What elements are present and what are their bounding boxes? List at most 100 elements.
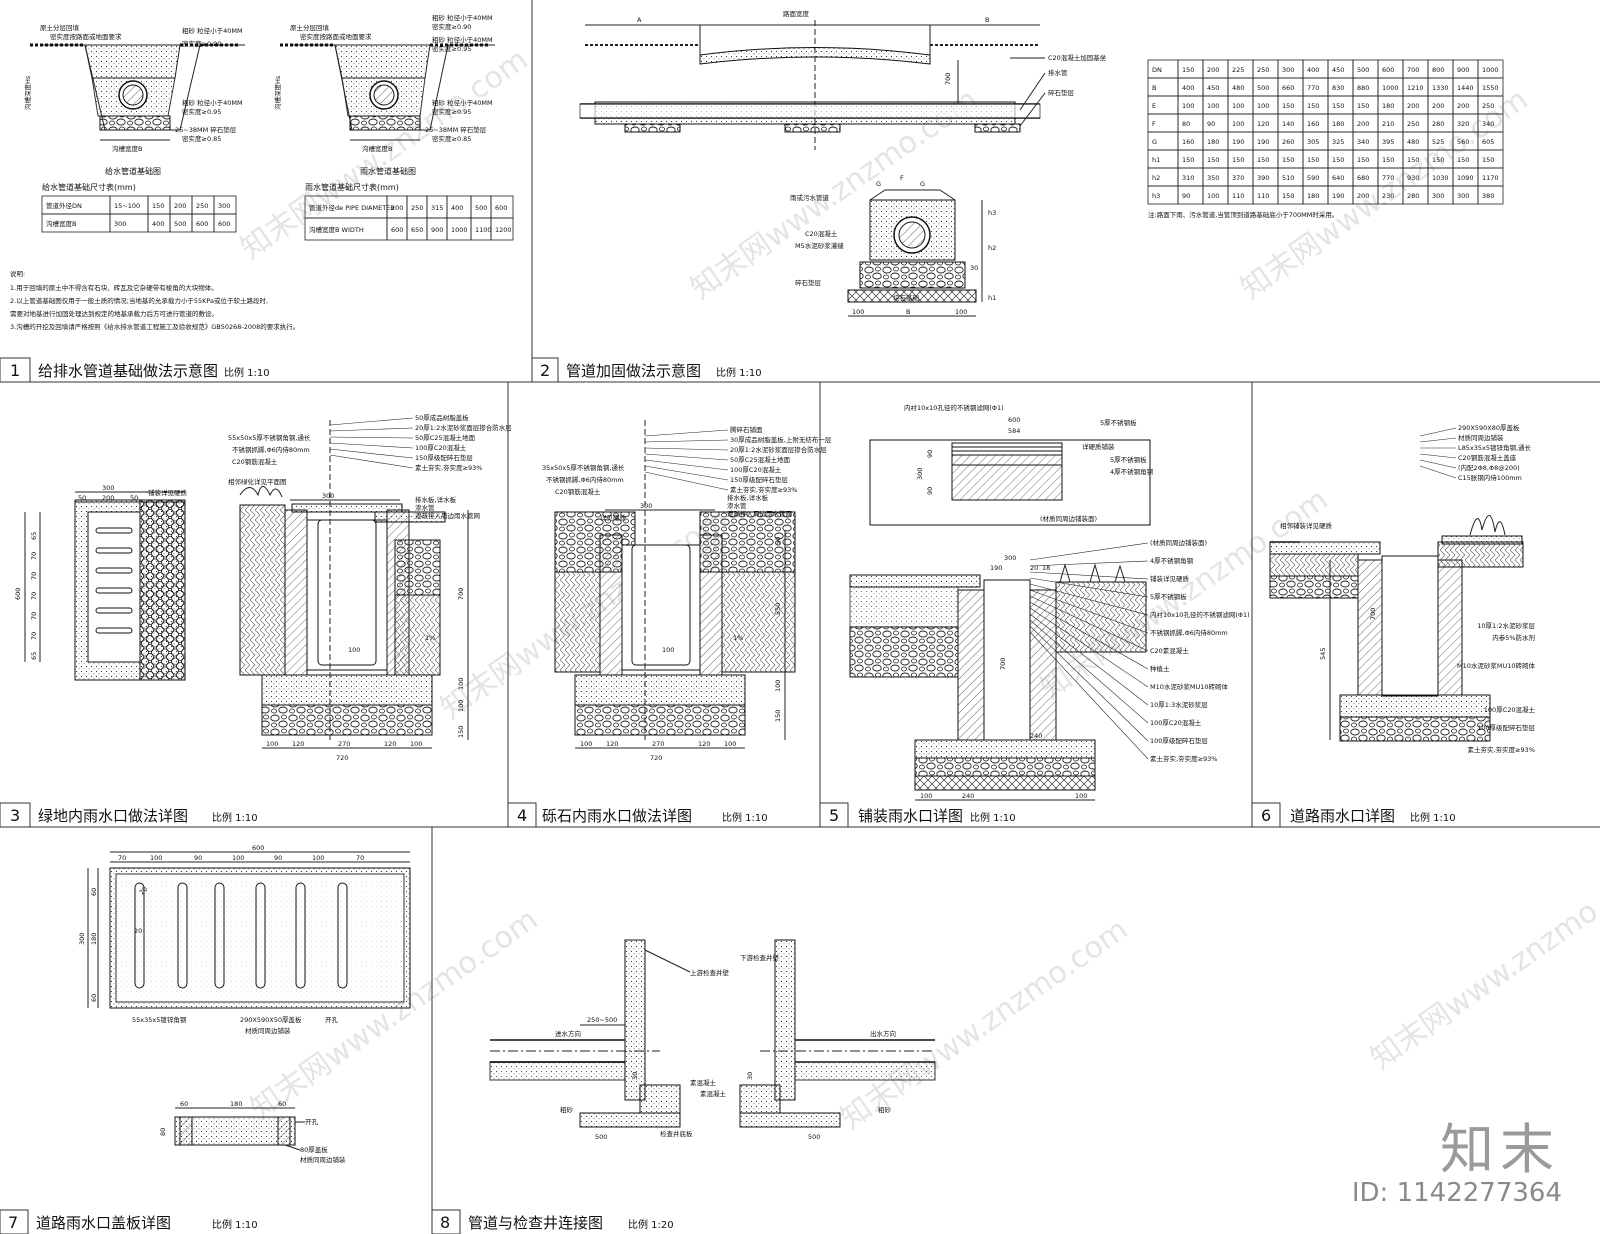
table3-cell-text: 160 bbox=[1182, 138, 1194, 146]
table3-cell-text: 120 bbox=[1257, 120, 1269, 128]
table3-cell-text: 150 bbox=[1282, 102, 1294, 110]
leader-line bbox=[644, 465, 729, 481]
table3-cell-text: 150 bbox=[1257, 156, 1269, 164]
table3-cell-text: 380 bbox=[1482, 192, 1494, 200]
callout: 35x50x5厚不锈钢角钢,通长 bbox=[542, 463, 625, 472]
callout: 渡疏排入周边雨水管网 bbox=[727, 509, 792, 518]
callout: 素土夯实,夯实度≥93% bbox=[730, 485, 797, 494]
table2-cell-text: 管道外径de PIPE DIAMETER bbox=[309, 203, 395, 212]
label-compact: 密实度≥0.90 bbox=[182, 39, 221, 48]
leader-line bbox=[1029, 577, 1149, 598]
storm-pipe-trench bbox=[280, 43, 495, 141]
dim: 120 bbox=[606, 740, 618, 748]
callout: 渗水管 bbox=[727, 501, 747, 510]
dim: 190 bbox=[990, 564, 1002, 572]
table1-cell-text: 500 bbox=[174, 220, 186, 228]
leader-line bbox=[644, 453, 729, 461]
panel-3: 300 200 50 50 铺装详见硬质 600 65 70 70 70 70 … bbox=[0, 413, 512, 828]
leader-line bbox=[329, 417, 414, 426]
table2-cell-text: 400 bbox=[451, 204, 463, 212]
table3-cell-text: 150 bbox=[1207, 156, 1219, 164]
table2-cell-text: 500 bbox=[475, 204, 487, 212]
label-compact: 密实度≥0.95 bbox=[182, 107, 221, 116]
table3-cell-text: 395 bbox=[1382, 138, 1394, 146]
callout: 素土夯实,夯实度≥93% bbox=[1150, 754, 1217, 763]
dim: 70 bbox=[30, 632, 38, 640]
dim: 90 bbox=[926, 450, 934, 458]
leader-line bbox=[644, 439, 729, 443]
panel-scale: 比例 1:10 bbox=[212, 811, 258, 824]
table3-cell-text: 310 bbox=[1182, 174, 1194, 182]
table2-cell-text: 900 bbox=[431, 226, 443, 234]
table3-cell-text: h1 bbox=[1152, 156, 1160, 164]
table3-cell-text: 230 bbox=[1382, 192, 1394, 200]
dim: 100 bbox=[580, 740, 592, 748]
table3-cell-text: 1210 bbox=[1407, 84, 1424, 92]
callout: 腾碎石铺面 bbox=[730, 425, 763, 434]
callout: 详见硬质 bbox=[600, 513, 627, 522]
label-c20-reinf: C20混凝土加固基坐 bbox=[1048, 53, 1107, 62]
dim: 100 bbox=[312, 854, 324, 862]
table3-cell-text: E bbox=[1152, 102, 1156, 110]
label-paving: 铺装详见硬质 bbox=[148, 488, 188, 497]
dim: 100 bbox=[266, 740, 278, 748]
leader-line bbox=[329, 436, 414, 439]
notes-title: 说明: bbox=[10, 269, 25, 278]
dim: 80 bbox=[159, 1128, 167, 1136]
label-coarse-sand: 粗砂 粒径小于40MM bbox=[182, 98, 243, 107]
dim: 70 bbox=[30, 572, 38, 580]
panel-number: 5 bbox=[829, 806, 839, 825]
table3-cell-text: 830 bbox=[1332, 84, 1344, 92]
table3-cell-text: 340 bbox=[1357, 138, 1369, 146]
dim-300: 300 bbox=[640, 502, 652, 510]
caption-water-base: 给水管道基础图 bbox=[105, 166, 161, 176]
table3-cell-text: 200 bbox=[1457, 102, 1469, 110]
dim: 50 bbox=[78, 494, 86, 502]
table3-cell-text: 590 bbox=[1307, 174, 1319, 182]
panel-title: 给排水管道基础做法示意图 bbox=[38, 362, 218, 380]
panel-scale: 比例 1:20 bbox=[628, 1218, 674, 1231]
label-compact: 密实度≥0.85 bbox=[182, 134, 221, 143]
table3-cell-text: 300 bbox=[1457, 192, 1469, 200]
dim-300: 300 bbox=[322, 492, 334, 500]
dim: 100 bbox=[150, 854, 162, 862]
table3-cell-text: 150 bbox=[1407, 156, 1419, 164]
dim: 180 bbox=[230, 1100, 242, 1108]
leader-line bbox=[1029, 631, 1149, 760]
label-b: B bbox=[906, 308, 910, 316]
dim: 600 bbox=[1008, 416, 1020, 424]
dim: 120 bbox=[292, 740, 304, 748]
dim: 100 bbox=[724, 740, 736, 748]
dim-total: 600 bbox=[252, 844, 264, 852]
label-downstream: 下游检查井壁 bbox=[740, 953, 780, 962]
label-compact: 密实度≥0.90 bbox=[432, 22, 471, 31]
table3-cell-text: 1090 bbox=[1457, 174, 1474, 182]
table3-cell-text: 150 bbox=[1432, 156, 1444, 164]
callout: 渡疏排入周边雨水管网 bbox=[415, 511, 480, 520]
table3-cell-text: G bbox=[1152, 138, 1157, 146]
note-line: 3.沟槽的开挖及回填请严格按照《给水排水管道工程施工及验收规范》GB50268-… bbox=[10, 322, 299, 331]
label-concrete: 素混凝土 bbox=[690, 1078, 717, 1087]
panel-title: 砾石内雨水口做法详图 bbox=[542, 807, 692, 825]
table3-cell-text: DN bbox=[1152, 66, 1162, 74]
label-coarse-sand: 粗砂 粒径小于40MM bbox=[432, 35, 493, 44]
table3-cell-text: 1440 bbox=[1457, 84, 1474, 92]
dim: 65 bbox=[30, 532, 38, 540]
table3-cell-text: 400 bbox=[1307, 66, 1319, 74]
label-h3: h3 bbox=[988, 209, 996, 217]
label-compact: 密实度≥0.95 bbox=[432, 44, 471, 53]
dim-total: 300 bbox=[78, 933, 86, 945]
table3-cell-text: 450 bbox=[1207, 84, 1219, 92]
dim: 584 bbox=[1008, 427, 1020, 435]
table3-cell-text: 150 bbox=[1307, 102, 1319, 110]
leader-line bbox=[644, 471, 729, 491]
label-h2: h2 bbox=[988, 244, 996, 252]
table3-cell-text: 1000 bbox=[1482, 66, 1499, 74]
leader-line bbox=[329, 442, 414, 449]
leader-line bbox=[1029, 625, 1149, 742]
callout: 材质同周边铺装 bbox=[1458, 433, 1504, 442]
dim: 90 bbox=[274, 854, 282, 862]
table3-cell-text: 325 bbox=[1332, 138, 1344, 146]
dim: 150 bbox=[457, 726, 465, 738]
